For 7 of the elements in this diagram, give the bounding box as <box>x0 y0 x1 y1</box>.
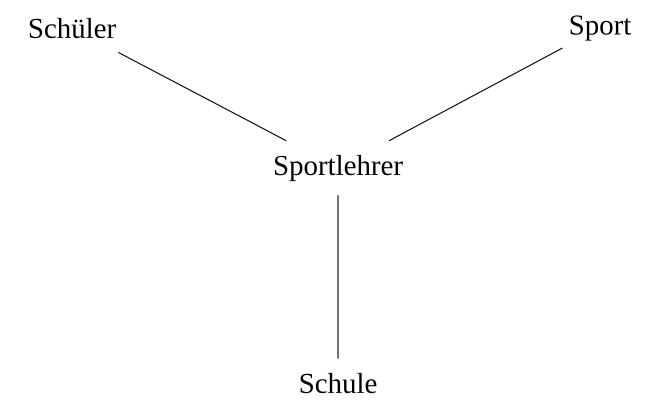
word-label: Sport <box>570 15 632 41</box>
word-label: Schule <box>300 372 376 394</box>
connector-line <box>337 195 339 359</box>
word-label: Sportlehrer <box>274 154 403 182</box>
connector-line <box>388 48 563 142</box>
connector-line <box>118 52 286 142</box>
word-label: Schüler <box>30 18 116 38</box>
